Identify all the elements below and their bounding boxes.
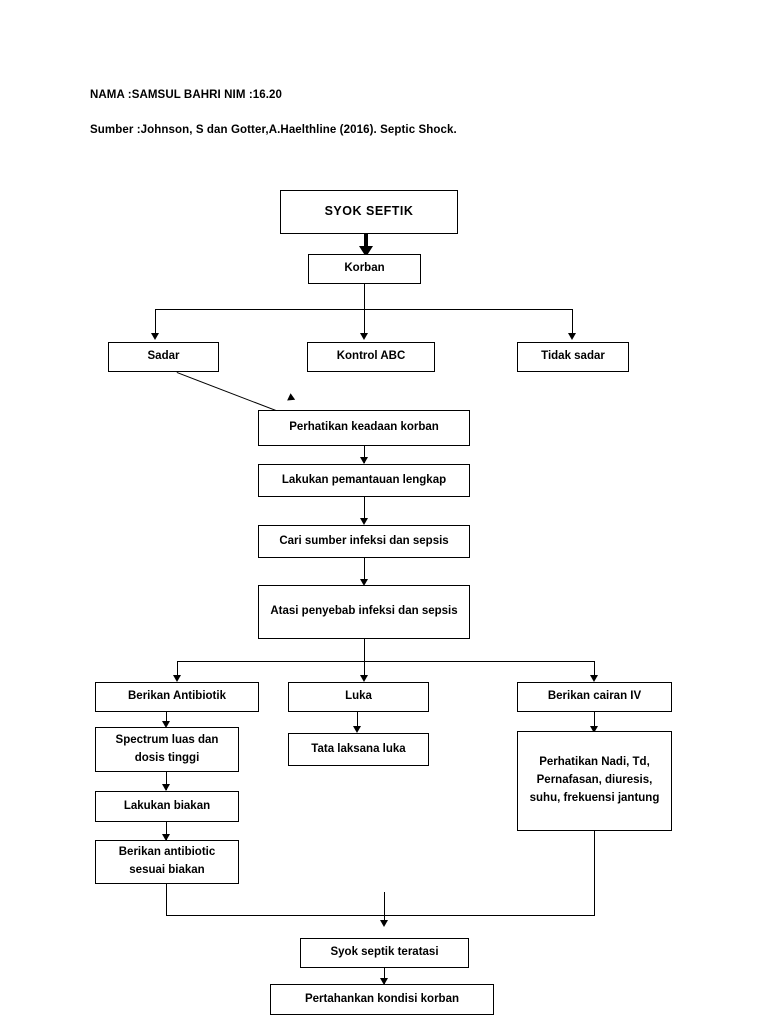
connector-n6-n7 <box>364 446 366 463</box>
node-berikan-antibiotik: Berikan Antibiotik <box>95 682 259 712</box>
node-korban: Korban <box>308 254 421 284</box>
arrowhead-n7-n8 <box>360 518 368 525</box>
arrowhead-n18-n19 <box>380 978 388 985</box>
connector-right-merge-down <box>594 831 596 916</box>
arrowhead-tidak-sadar <box>568 333 576 340</box>
connector-n18-n19 <box>384 968 386 984</box>
connector-n1-n2 <box>364 234 368 250</box>
node-syok-seftik: SYOK SEFTIK <box>280 190 458 234</box>
connector-bus2-right <box>594 661 596 680</box>
connector-n7-n8 <box>364 497 366 523</box>
arrowhead-merge-n18 <box>380 920 388 927</box>
node-sadar: Sadar <box>108 342 219 372</box>
connector-bottom-merge-bus <box>166 915 595 917</box>
node-lakukan-pemantauan-lengkap: Lakukan pemantauan lengkap <box>258 464 470 497</box>
connector-n16-n17 <box>166 822 168 840</box>
connector-n13-n16 <box>166 772 168 790</box>
arrowhead-n13-n16 <box>162 784 170 791</box>
arrowhead-n10-n13 <box>162 721 170 728</box>
connector-n11-n14 <box>357 712 359 731</box>
connector-bus-right <box>572 309 574 337</box>
connector-bus2-left <box>177 661 179 680</box>
arrowhead-n16-n17 <box>162 834 170 841</box>
arrowhead-sadar <box>151 333 159 340</box>
connector-n8-n9 <box>364 558 366 584</box>
node-pertahankan-kondisi-korban: Pertahankan kondisi korban <box>270 984 494 1015</box>
student-name-line: NAMA :SAMSUL BAHRI NIM :16.20 <box>90 89 283 101</box>
connector-bus-left <box>155 309 157 337</box>
node-perhatikan-nadi: Perhatikan Nadi, Td, Pernafasan, diuresi… <box>517 731 672 831</box>
node-kontrol-abc: Kontrol ABC <box>307 342 435 372</box>
connector-n9-down <box>364 639 366 662</box>
arrowhead-kontrol-abc <box>360 333 368 340</box>
connector-merge-to-n18 <box>384 892 386 925</box>
node-atasi-penyebab-infeksi: Atasi penyebab infeksi dan sepsis <box>258 585 470 639</box>
connector-bus2-3way <box>177 661 595 663</box>
arrowhead-sadar-diagonal <box>284 393 296 404</box>
node-tidak-sadar: Tidak sadar <box>517 342 629 372</box>
source-line: Sumber :Johnson, S dan Gotter,A.Haelthli… <box>90 124 457 136</box>
node-syok-septik-teratasi: Syok septik teratasi <box>300 938 469 968</box>
connector-n10-n13 <box>166 712 168 726</box>
arrowhead-n12-n15 <box>590 726 598 733</box>
arrowhead-antibiotik <box>173 675 181 682</box>
node-perhatikan-keadaan-korban: Perhatikan keadaan korban <box>258 410 470 446</box>
connector-korban-down <box>364 284 366 310</box>
connector-n12-n15 <box>594 712 596 731</box>
arrowhead-cairan-iv <box>590 675 598 682</box>
arrowhead-n11-n14 <box>353 726 361 733</box>
node-lakukan-biakan: Lakukan biakan <box>95 791 239 822</box>
node-cari-sumber-infeksi: Cari sumber infeksi dan sepsis <box>258 525 470 558</box>
node-luka: Luka <box>288 682 429 712</box>
node-tata-laksana-luka: Tata laksana luka <box>288 733 429 766</box>
arrowhead-luka <box>360 675 368 682</box>
connector-bus2-mid <box>364 661 366 680</box>
node-berikan-cairan-iv: Berikan cairan IV <box>517 682 672 712</box>
connector-bus-mid <box>364 309 366 337</box>
arrowhead-n1-n2 <box>359 246 373 257</box>
node-berikan-antibiotic-sesuai-biakan: Berikan antibiotic sesuai biakan <box>95 840 239 884</box>
node-spectrum-luas: Spectrum luas dan dosis tinggi <box>95 727 239 772</box>
connector-left-merge-down <box>166 884 168 916</box>
arrowhead-n6-n7 <box>360 457 368 464</box>
arrowhead-n8-n9 <box>360 579 368 586</box>
